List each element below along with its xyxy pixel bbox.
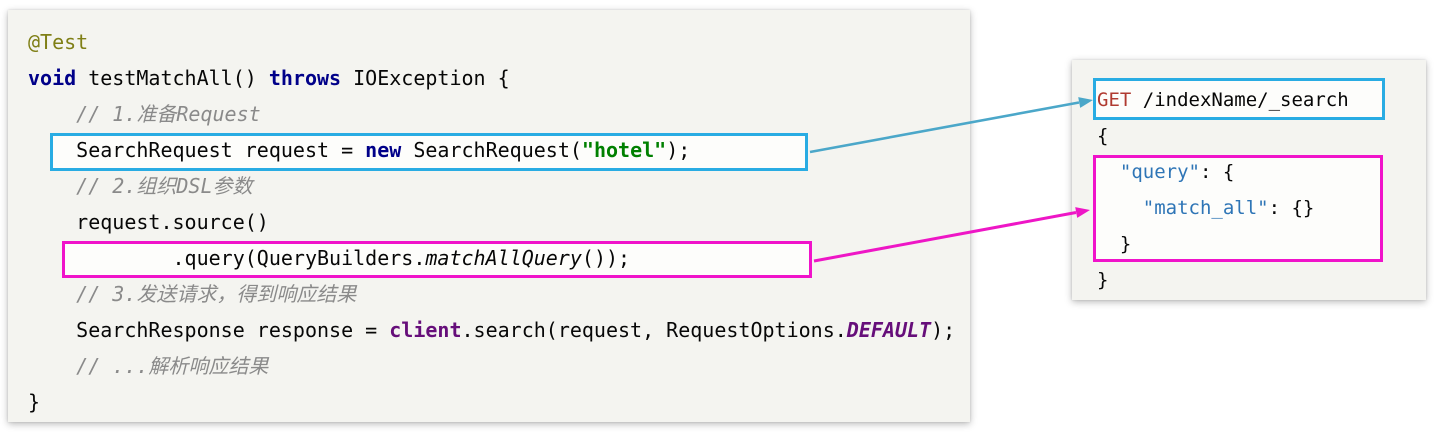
- code-line: request.source(): [28, 204, 970, 240]
- code-token: request.source(): [28, 210, 269, 234]
- code-line: SearchResponse response = client.search(…: [28, 312, 970, 348]
- code-token: );: [666, 138, 691, 162]
- code-token: }: [28, 390, 41, 414]
- code-token: IOException {: [341, 66, 510, 90]
- highlight-box-dsl-query: [1093, 155, 1383, 262]
- highlight-box-query-builder: [62, 241, 812, 278]
- highlight-box-get-line: [1093, 78, 1385, 120]
- code-token: @Test: [28, 30, 89, 54]
- java-code-panel: @Test void testMatchAll() throws IOExcept…: [8, 10, 970, 422]
- code-line: }: [1097, 262, 1426, 298]
- code-token: : {}: [1268, 197, 1315, 219]
- code-line: }: [28, 384, 970, 420]
- code-token: }: [1097, 269, 1109, 291]
- code-token: : {: [1199, 161, 1235, 183]
- code-token: .search(request, RequestOptions.: [461, 318, 847, 342]
- code-line: // 3.发送请求，得到响应结果: [28, 276, 970, 312]
- code-token: GET: [1097, 89, 1132, 111]
- highlight-box-search-request: [50, 133, 808, 171]
- code-token: SearchRequest request =: [28, 138, 366, 162]
- code-line: GET /indexName/_search: [1097, 82, 1426, 118]
- code-line: void testMatchAll() throws IOException {: [28, 60, 970, 96]
- code-line: // 1.准备Request: [28, 96, 970, 132]
- code-line: // 2.组织DSL参数: [28, 168, 970, 204]
- code-line: .query(QueryBuilders.matchAllQuery());: [28, 240, 970, 276]
- code-line: "query": {: [1097, 154, 1426, 190]
- code-token: // 1.准备Request: [28, 102, 261, 126]
- code-line: SearchRequest request = new SearchReques…: [28, 132, 970, 168]
- dsl-code: GET /indexName/_search { "query": { "matc…: [1072, 60, 1426, 298]
- code-token: client: [389, 318, 462, 342]
- code-line: @Test: [28, 24, 970, 60]
- code-line: // ...解析响应结果: [28, 348, 970, 384]
- code-token: );: [931, 318, 956, 342]
- code-token: /indexName/_search: [1131, 89, 1349, 111]
- dsl-panel: GET /indexName/_search { "query": { "matc…: [1072, 60, 1426, 300]
- java-code: @Test void testMatchAll() throws IOExcept…: [8, 10, 970, 420]
- code-token: matchAllQuery: [425, 246, 582, 270]
- code-token: {: [1097, 125, 1109, 147]
- code-token: .query(QueryBuilders.: [28, 246, 426, 270]
- code-token: void: [28, 66, 77, 90]
- code-token: "match_all": [1142, 197, 1269, 219]
- code-token: "query": [1119, 161, 1200, 183]
- code-line: }: [1097, 226, 1426, 262]
- code-line: "match_all": {}: [1097, 190, 1426, 226]
- code-token: // 2.组织DSL参数: [28, 174, 253, 198]
- code-token: [1097, 161, 1120, 183]
- code-token: SearchResponse response =: [28, 318, 390, 342]
- code-token: }: [1097, 233, 1132, 255]
- code-token: testMatchAll(): [76, 66, 269, 90]
- code-token: ());: [581, 246, 631, 270]
- code-token: DEFAULT: [846, 318, 932, 342]
- code-token: // 3.发送请求，得到响应结果: [28, 282, 357, 306]
- code-token: SearchRequest(: [401, 138, 582, 162]
- code-token: "hotel": [581, 138, 667, 162]
- code-line: {: [1097, 118, 1426, 154]
- code-token: // ...解析响应结果: [28, 354, 269, 378]
- code-token: new: [365, 138, 402, 162]
- code-token: [1097, 197, 1143, 219]
- code-token: throws: [268, 66, 342, 90]
